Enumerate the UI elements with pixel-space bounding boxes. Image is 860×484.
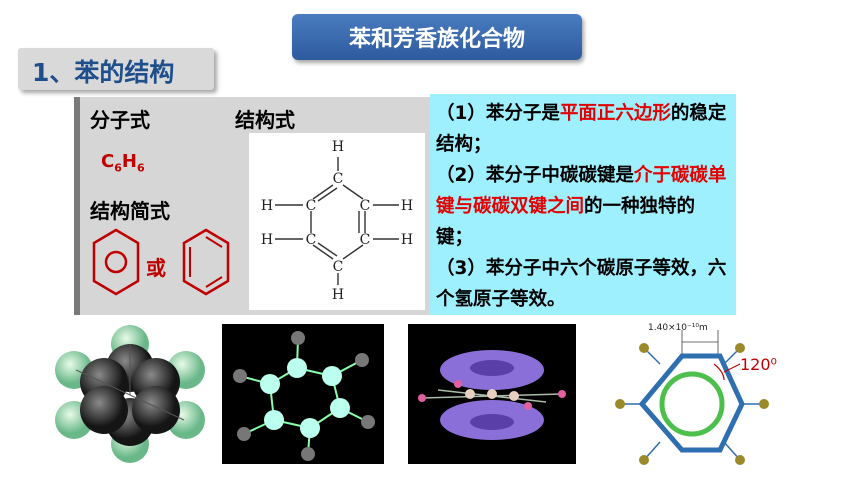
section-heading: 1、苯的结构	[18, 48, 214, 90]
atom-c-ll: C	[306, 232, 317, 248]
atom-h-bottom: H	[332, 287, 344, 303]
benzene-circle-icon	[92, 228, 140, 296]
atom-h-top: H	[332, 139, 344, 155]
kekule-benzene-icon	[182, 228, 230, 296]
structural-formula-label: 结构式	[235, 108, 295, 132]
section-heading-text: 1、苯的结构	[32, 58, 175, 87]
structural-formula-drawing: H C C C C C C H H H H H	[261, 139, 413, 303]
simplified-formula-label: 结构简式	[90, 199, 170, 223]
atom-c-bottom: C	[333, 259, 344, 275]
or-text: 或	[146, 256, 166, 280]
atom-h-ll: H	[261, 232, 273, 248]
atom-c-top: C	[333, 171, 344, 187]
atom-c-ur: C	[360, 198, 371, 214]
properties-text: （1）苯分子是平面正六边形的稳定结构；（2）苯分子中碳碳键是介于碳碳单键与碳碳双…	[436, 103, 727, 310]
space-filling-model-image	[55, 325, 205, 463]
atom-h-ur: H	[401, 198, 413, 214]
atom-h-ul: H	[261, 198, 273, 214]
page-title: 苯和芳香族化合物	[292, 14, 582, 60]
molecular-formula-label: 分子式	[90, 108, 150, 132]
ball-stick-model-image	[222, 324, 384, 464]
bond-angle-label: 120⁰	[740, 355, 777, 374]
molecular-formula: C6H6	[101, 151, 145, 175]
properties-panel	[430, 94, 736, 315]
atom-c-ul: C	[306, 198, 317, 214]
atom-c-lr: C	[360, 232, 371, 248]
pi-orbital-model-image	[408, 324, 576, 464]
bond-length-diagram: 1.40×10⁻¹⁰m 120⁰	[615, 323, 777, 465]
bond-length-label: 1.40×10⁻¹⁰m	[648, 323, 708, 333]
structural-formula: H C C C C C C H H H H H	[249, 133, 425, 310]
atom-h-lr: H	[401, 232, 413, 248]
panel-edge	[74, 97, 80, 315]
